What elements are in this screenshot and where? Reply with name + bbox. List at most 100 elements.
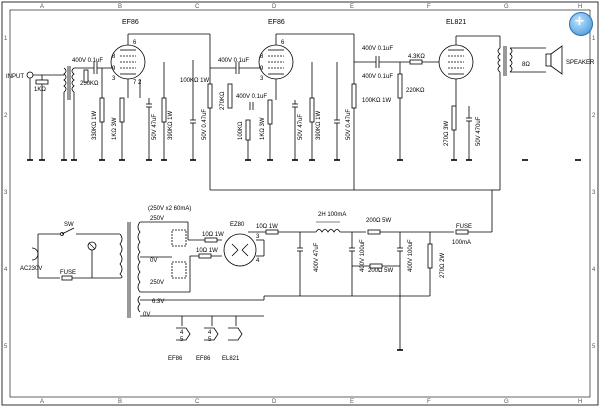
c50v470-label: 50V 470uF [476, 116, 482, 146]
resistor-v2-270k [227, 83, 233, 109]
input-stage: INPUT 1KΩ 250KΩ 400V 0.1uF 330KΩ 1W [6, 58, 114, 160]
tube-rect-label: EZ80 [230, 222, 245, 228]
c50v47b-label: 50V 47uF [298, 114, 304, 140]
v1-cathode-network: 1KΩ 3W 50V 47uF 390KΩ 1W 50V 0.47uF 100K… [112, 34, 213, 190]
r390k-b-label: 390KΩ 1W [316, 110, 322, 140]
grid-rows: 1 2 3 4 5 1 2 3 4 5 [4, 36, 596, 350]
rect-pin4: 4 [256, 258, 260, 264]
c50v047a-label: 50V 0.47uF [202, 109, 208, 140]
grid-col-e: E [350, 4, 354, 10]
ohm8-label: 8Ω [522, 62, 530, 68]
resistor-220k [397, 73, 403, 99]
resistor-200-a [367, 229, 381, 235]
resistor-10-b [198, 253, 212, 259]
resistor-270-2w [427, 243, 433, 269]
resistor-200-b [369, 263, 383, 269]
tube-v2-label: EF86 [268, 19, 285, 26]
heater-pin5a: 5 [180, 337, 184, 343]
resistor-330k [99, 97, 105, 123]
v2-cathode-network: 1KΩ 3W 50V 47uF 390KΩ 1W 50V 0.47uF 100K… [260, 34, 392, 190]
resistor-270-3w [451, 105, 457, 131]
v250b-label: 250V [150, 280, 164, 286]
magnifier-plus-icon: + [574, 14, 585, 29]
fuse2v-label: 100mA [452, 240, 471, 246]
grid-col-c: C [195, 4, 200, 10]
resistor-v1-1k3w [119, 97, 125, 123]
rect-pin3: 3 [256, 234, 260, 240]
bias-cap-a [171, 229, 187, 247]
c3-label: 400V 0.1uF [236, 94, 267, 100]
fuse-2 [455, 229, 469, 235]
grid-col-b: B [118, 4, 122, 10]
c1-label: 400V 0.1uF [72, 58, 103, 64]
tube-v3: EL821 400V 0.1uF 400V 0.1uF 4.3KΩ 220KΩ … [354, 19, 500, 160]
heater-label-ef86-a: EF86 [168, 356, 183, 362]
r10c-label: 10Ω 1W [256, 224, 278, 230]
zoom-in-button[interactable]: + [569, 12, 593, 36]
c100a-label: 400V 100uF [360, 239, 366, 272]
r250k-label: 250KΩ [80, 81, 99, 87]
grid-col-d-bottom: D [272, 399, 277, 405]
power-transformer-heater [137, 295, 141, 313]
c2-label: 400V 0.1uF [218, 58, 249, 64]
grid-row-2: 2 [4, 113, 8, 119]
input-jack [26, 71, 34, 79]
grid-col-b-bottom: B [118, 399, 122, 405]
r220k-label: 220KΩ [406, 88, 425, 94]
grid-col-e-bottom: E [350, 399, 354, 405]
grid-col-a: A [40, 4, 44, 10]
grid-col-f: F [427, 4, 431, 10]
grid-row-3-right: 3 [592, 190, 596, 196]
grid-col-a-bottom: A [40, 399, 44, 405]
input-transformer-primary [63, 67, 67, 93]
r100k-label: 100KΩ [238, 121, 244, 140]
heater-socket-ef86-b [204, 327, 219, 341]
grid-row-5: 5 [4, 344, 8, 350]
resistor-v2-1k3w [267, 99, 273, 125]
v1-pin9: 9 [112, 66, 116, 72]
r1k3w-a-label: 1KΩ 3W [112, 117, 118, 140]
speaker-icon [550, 45, 563, 75]
r390k-a-label: 390KΩ 1W [168, 110, 174, 140]
resistor-1k [35, 79, 49, 85]
r10b-label: 10Ω 1W [196, 248, 218, 254]
resistor-v1-390k [161, 97, 167, 123]
resistor-10-c [265, 229, 279, 235]
grid-col-d: D [272, 4, 277, 10]
v2-pin3: 3 [260, 76, 264, 82]
resistor-v2-100k [245, 119, 251, 141]
grid-row-1-right: 1 [592, 36, 596, 42]
grid-columns: A B C D E F G H A B C D E F G H [40, 4, 582, 405]
grid-row-1: 1 [4, 36, 8, 42]
sw-label: SW [64, 222, 74, 228]
speaker-label: SPEAKER [566, 60, 595, 66]
v0-label: 0V [150, 258, 157, 264]
grid-col-h: H [578, 4, 582, 10]
c4b-label: 400V 0.1uF [362, 74, 393, 80]
v1-pin6: 6 [133, 40, 137, 46]
grid-row-5-right: 5 [592, 344, 596, 350]
heater-distribution: 4 5 4 5 EF86 EF86 EL821 [168, 316, 243, 362]
heater-pin4a: 4 [180, 330, 184, 336]
r270k-label: 270KΩ [220, 91, 226, 110]
choke-label: 2H 100mA [318, 212, 346, 218]
v1-pin7: 7 [133, 80, 137, 86]
ac-label: AC230V [20, 266, 42, 272]
resistor-250k [83, 69, 89, 83]
tube-v3-label: EL821 [446, 19, 466, 26]
resistor-v2-390k [309, 97, 315, 123]
grid-col-g: G [504, 4, 509, 10]
r1k3w-b-label: 1KΩ 3W [260, 117, 266, 140]
v63-label: 6.3V [152, 299, 164, 305]
resistor-10-a [204, 237, 218, 243]
grid-row-3: 3 [4, 190, 8, 196]
bias-cap-b [171, 261, 187, 279]
v2-pin6: 6 [281, 40, 285, 46]
grid-col-c-bottom: C [195, 399, 200, 405]
r200b-label: 200Ω 5W [368, 268, 394, 274]
c100b-label: 400V 100uF [408, 239, 414, 272]
c50v47a-label: 50V 47uF [152, 114, 158, 140]
output-transformer-secondary [509, 47, 513, 73]
grid-col-g-bottom: G [504, 399, 509, 405]
